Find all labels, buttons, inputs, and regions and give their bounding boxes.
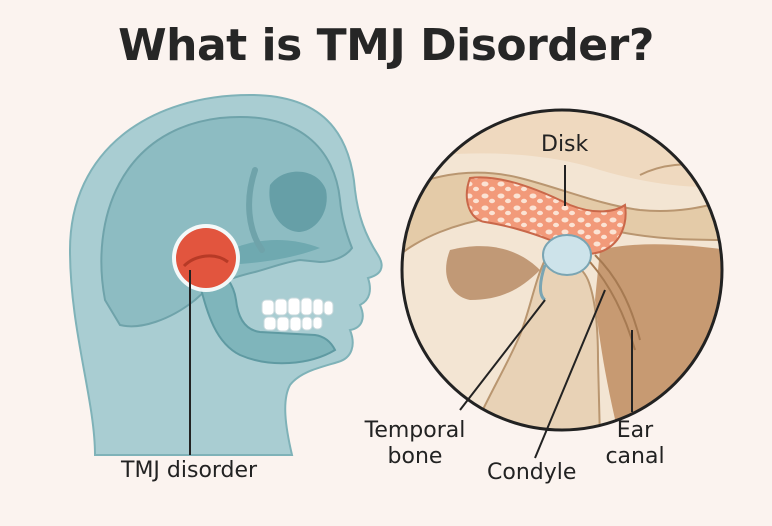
condyle <box>542 234 592 276</box>
cheek-bone <box>230 239 320 264</box>
skull-cranium <box>100 116 354 328</box>
head-illustration <box>68 93 383 456</box>
eye-socket <box>269 171 327 232</box>
upper-teeth <box>261 297 334 316</box>
label-temporal-line1: Temporal <box>364 418 466 443</box>
label-ear-line2: canal <box>605 444 665 469</box>
label-temporal-line2: bone <box>387 444 443 469</box>
mandible-ramus <box>468 257 602 430</box>
label-temporal-bone: Temporal bone <box>360 418 470 470</box>
condyle-leader <box>534 289 606 459</box>
temporal-bone-leader <box>459 299 546 411</box>
zoomed-joint-view <box>400 108 724 459</box>
lower-teeth <box>263 316 323 332</box>
label-condyle: Condyle <box>487 460 577 485</box>
label-ear-canal: Ear canal <box>600 418 670 470</box>
label-ear-line1: Ear <box>616 418 654 443</box>
page-title: What is TMJ Disorder? <box>118 20 654 71</box>
label-tmj-disorder: TMJ disorder <box>121 458 258 483</box>
disk <box>465 176 627 255</box>
mandible <box>193 263 337 365</box>
label-disk: Disk <box>541 132 589 157</box>
